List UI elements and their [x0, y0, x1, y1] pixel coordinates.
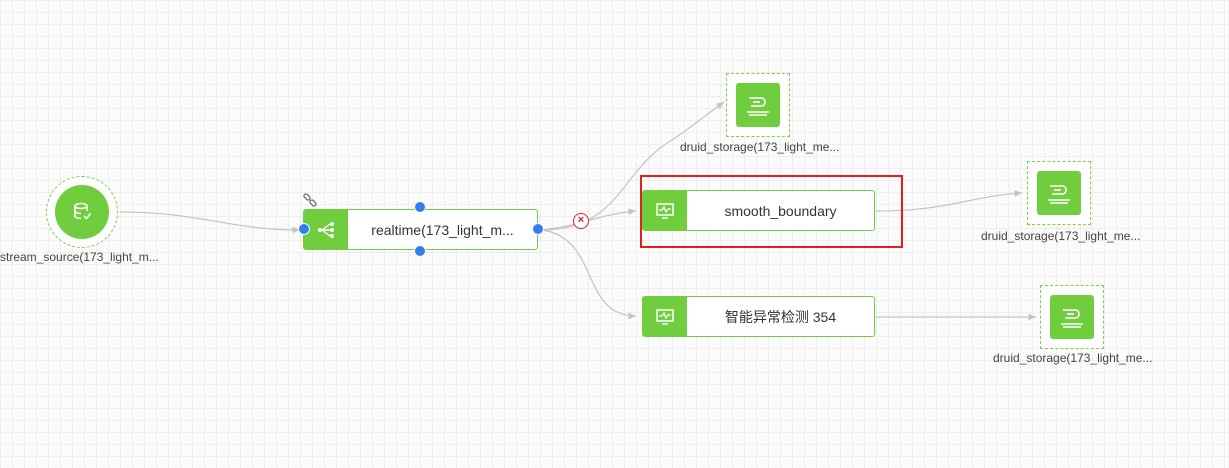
- anomaly-detection-icon-badge: [643, 297, 687, 336]
- realtime-icon-badge: [304, 210, 348, 249]
- druid-storage-icon-badge-1: [736, 83, 780, 127]
- stream-source-node[interactable]: [46, 176, 118, 248]
- edge-realtime-to-smooth[interactable]: [541, 208, 637, 231]
- database-icon: [74, 202, 92, 220]
- storage-icon: [1048, 185, 1070, 204]
- druid-storage-node-1[interactable]: [726, 73, 790, 137]
- druid-storage-label-1: druid_storage(173_light_me...: [680, 140, 840, 154]
- druid-storage-label-2: druid_storage(173_light_me...: [981, 229, 1141, 243]
- storage-icon: [747, 97, 769, 116]
- realtime-node[interactable]: realtime(173_light_m...: [303, 209, 538, 250]
- realtime-port-top[interactable]: [414, 201, 426, 213]
- realtime-port-bottom[interactable]: [414, 245, 426, 257]
- edge-realtime-to-anomaly[interactable]: [541, 229, 637, 320]
- edge-source-to-realtime[interactable]: [119, 211, 301, 234]
- anomaly-detection-label: 智能异常检测 354: [724, 308, 837, 325]
- stream-source-label: stream_source(173_light_m...: [0, 250, 159, 264]
- realtime-port-right[interactable]: [532, 223, 544, 235]
- druid-storage-icon-badge-2: [1037, 171, 1081, 215]
- edge-smooth-to-druid-2[interactable]: [875, 190, 1023, 212]
- druid-storage-icon-badge-3: [1050, 295, 1094, 339]
- realtime-port-left[interactable]: [298, 223, 310, 235]
- druid-storage-node-3[interactable]: [1040, 285, 1104, 349]
- druid-storage-node-2[interactable]: [1027, 161, 1091, 225]
- monitor-chart-icon: [656, 202, 674, 219]
- monitor-chart-icon: [656, 308, 674, 325]
- link-icon[interactable]: [302, 192, 318, 208]
- smooth-boundary-label: smooth_boundary: [724, 202, 837, 219]
- share-nodes-icon: [318, 221, 334, 238]
- smooth-boundary-node[interactable]: smooth_boundary: [642, 190, 875, 231]
- druid-storage-label-3: druid_storage(173_light_me...: [993, 351, 1153, 365]
- realtime-label: realtime(173_light_m...: [371, 221, 514, 238]
- smooth-boundary-icon-badge: [643, 191, 687, 230]
- anomaly-detection-node[interactable]: 智能异常检测 354: [642, 296, 875, 337]
- stream-source-icon-badge: [55, 185, 109, 239]
- remove-edge-button[interactable]: ×: [573, 213, 589, 229]
- storage-icon: [1061, 309, 1083, 328]
